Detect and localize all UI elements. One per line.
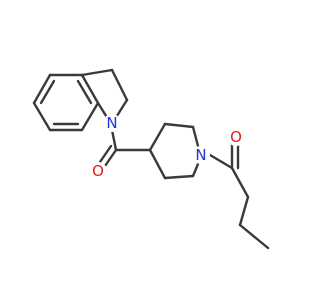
bond xyxy=(32,101,52,132)
piperidine-ring xyxy=(148,122,200,180)
amide-group xyxy=(98,128,152,168)
bond xyxy=(148,122,167,152)
butanoyl-chain xyxy=(208,141,270,250)
carbonyl-bond xyxy=(98,144,113,164)
bond xyxy=(110,128,118,152)
bond xyxy=(148,148,167,180)
bond xyxy=(32,73,52,105)
oxygen-atom-label: O xyxy=(230,128,242,146)
bond xyxy=(191,125,200,148)
bond xyxy=(80,68,114,77)
bond xyxy=(208,153,234,170)
nitrogen-atom-label: N xyxy=(195,146,206,164)
bond xyxy=(238,195,250,227)
double-bond-inner xyxy=(39,79,56,105)
carbonyl-bond xyxy=(103,148,118,168)
atom-labels: N O N O xyxy=(89,114,245,180)
pyrrolidine-ring xyxy=(80,68,129,121)
oxygen-atom-label: O xyxy=(92,162,104,180)
molecule-diagram: N O N O xyxy=(32,68,270,250)
bond xyxy=(191,162,200,178)
bond xyxy=(110,68,129,102)
double-bond-inner xyxy=(76,79,93,105)
bond xyxy=(238,223,270,250)
bond xyxy=(80,101,100,132)
nitrogen-atom-label: N xyxy=(106,114,117,132)
bond xyxy=(163,122,195,129)
bond xyxy=(230,166,250,199)
benzene-ring xyxy=(32,73,100,132)
bond xyxy=(163,174,195,180)
bond xyxy=(80,73,100,105)
